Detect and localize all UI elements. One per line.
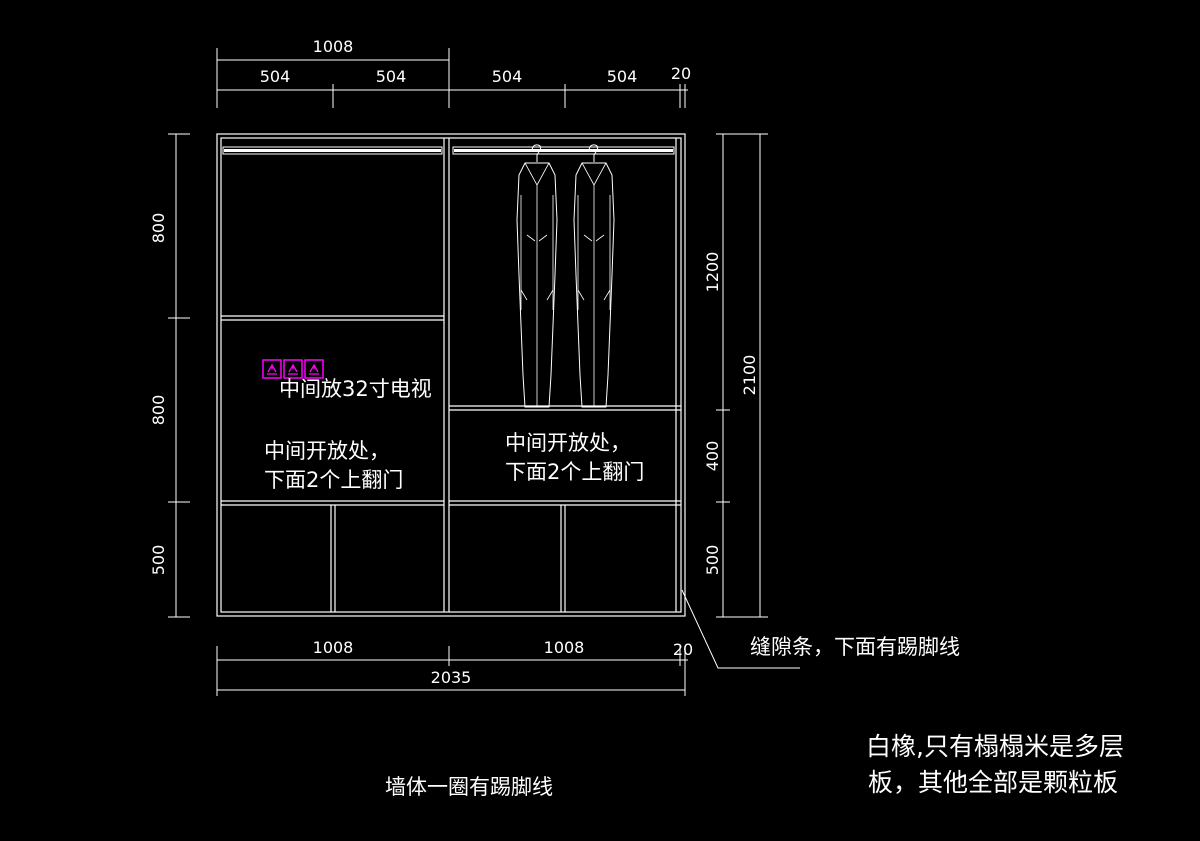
right-dimensions [716,133,768,618]
socket-icon [304,359,324,379]
cabinet-frame [216,133,686,617]
top-dimension-2: 504 [376,67,407,86]
material-note-1: 白橡,只有榻榻米是多层 [866,732,1124,761]
left-dimensions [168,133,190,618]
top-dimensions [216,48,688,108]
left-dimension-upper: 800 [149,213,168,244]
material-note-2: 板，其他全部是颗粒板 [868,768,1118,797]
bottom-dimension-1: 1008 [313,638,354,657]
left-dimension-middle: 800 [149,395,168,426]
tv-label: 中间放32寸电视 [279,377,432,401]
left-open-label-1: 中间开放处， [264,439,390,463]
socket-icon [283,359,303,379]
wall-note: 墙体一圈有踢脚线 [385,775,553,799]
bottom-dimension-3: 20 [673,640,693,659]
hanging-rod-left [222,146,443,155]
left-open-label-2: 下面2个上翻门 [264,468,403,492]
socket-icon [262,359,282,379]
gap-strip-leader [681,589,800,669]
right-total-dimension: 2100 [740,355,759,396]
right-dimension-lower: 500 [703,545,722,576]
top-dimension-3: 504 [492,67,523,86]
hanging-rod-right [452,146,675,155]
bottom-dimension-2: 1008 [544,638,585,657]
right-dimension-middle: 400 [703,441,722,472]
right-dimension-upper: 1200 [703,252,722,293]
right-open-label-1: 中间开放处， [505,431,631,455]
left-dimension-lower: 500 [149,545,168,576]
right-open-label-2: 下面2个上翻门 [505,460,644,484]
hanging-coat-icon [516,144,558,408]
gap-strip-label: 缝隙条，下面有踢脚线 [750,635,960,659]
bottom-total-dimension: 2035 [431,668,472,687]
hanging-coat-icon [573,144,615,408]
top-dimension-5: 20 [671,64,691,83]
top-total-dimension: 1008 [313,37,354,56]
top-dimension-1: 504 [260,67,291,86]
top-dimension-4: 504 [607,67,638,86]
bottom-dimensions [216,646,688,696]
